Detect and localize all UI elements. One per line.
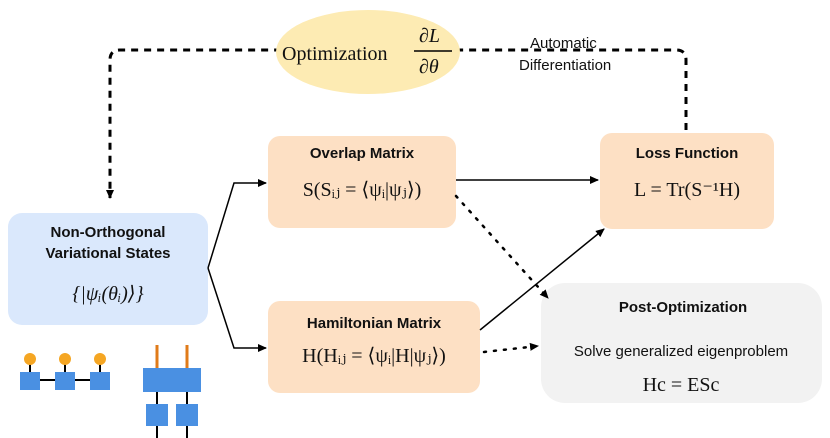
post-text: Solve generalized eigenproblem <box>574 343 788 360</box>
optimization-label: Optimization <box>282 43 388 65</box>
post-optimization-box <box>541 283 822 403</box>
dotted-hamiltonian-to-post <box>482 342 540 354</box>
auto-diff-line1: Automatic <box>530 35 597 52</box>
circuit-tensor-network-icon <box>143 345 201 438</box>
derivative-denominator: ∂θ <box>419 56 439 78</box>
non-orthogonal-formula: {|ψᵢ(θᵢ)⟩} <box>72 283 143 305</box>
hamiltonian-title: Hamiltonian Matrix <box>307 315 442 332</box>
non-orthogonal-title-1: Non-Orthogonal <box>51 224 166 241</box>
optimization-ellipse <box>276 10 460 94</box>
arrow-hamiltonian-to-loss <box>479 228 605 331</box>
mps-tensor-network-icon <box>20 353 110 390</box>
hamiltonian-formula: H(Hᵢⱼ = ⟨ψᵢ|H|ψⱼ⟩) <box>302 345 446 367</box>
loss-formula: L = Tr(S⁻¹H) <box>634 179 740 201</box>
hamiltonian-matrix-box <box>268 301 480 393</box>
arrow-to-overlap <box>207 179 267 269</box>
loss-title: Loss Function <box>636 145 739 162</box>
auto-diff-line2: Differentiation <box>519 57 611 74</box>
post-title: Post-Optimization <box>619 299 747 316</box>
dotted-overlap-to-post <box>454 194 550 300</box>
post-formula: Hc = ESc <box>643 374 720 396</box>
non-orthogonal-box <box>8 213 208 325</box>
derivative-numerator: ∂L <box>419 25 440 47</box>
overlap-title: Overlap Matrix <box>310 145 415 162</box>
overlap-matrix-box <box>268 136 456 228</box>
arrow-to-hamiltonian <box>207 267 267 352</box>
overlap-formula: S(Sᵢⱼ = ⟨ψᵢ|ψⱼ⟩) <box>303 179 422 201</box>
non-orthogonal-title-2: Variational States <box>45 245 170 262</box>
loss-function-box <box>600 133 774 229</box>
